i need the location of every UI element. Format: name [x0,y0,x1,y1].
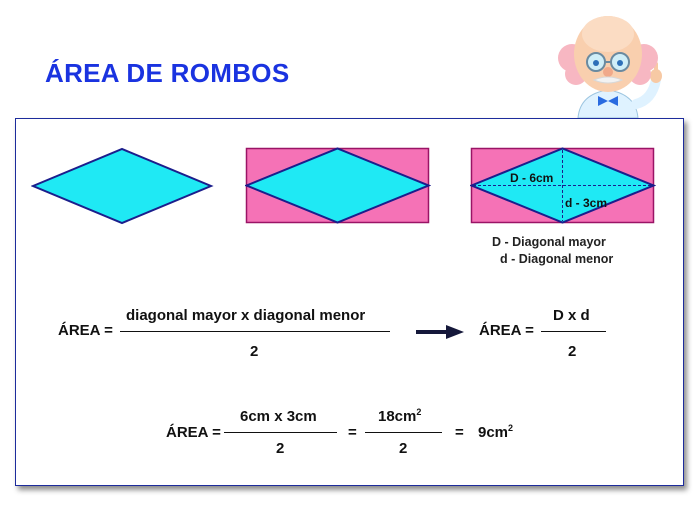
major-diagonal-label: D - 6cm [510,171,554,185]
formula3-result: 9cm2 [478,423,514,442]
formula3-equals2: = [455,424,464,441]
formula3-numerator2: 18cm2 [378,407,422,426]
formula2-fraction-bar [541,331,606,332]
formula3-fraction-bar2 [365,432,442,433]
formula3-denominator1: 2 [276,440,285,457]
formula1-numerator: diagonal mayor x diagonal menor [126,307,366,324]
arrow-right-icon [416,325,464,339]
content-panel: D - 6cm d - 3cm D - Diagonal mayor d - D… [15,118,684,486]
formula2-lhs: ÁREA = [479,322,534,339]
formula1-denominator: 2 [250,343,259,360]
formula1-fraction-bar [120,331,390,332]
rhombus-diagonals-figure [470,147,656,224]
formula1-lhs: ÁREA = [58,322,113,339]
legend-major-diagonal: D - Diagonal mayor [492,235,606,249]
formula3-fraction-bar1 [224,432,337,433]
formula3-numerator1: 6cm x 3cm [240,408,317,425]
formula3-lhs: ÁREA = [166,424,221,441]
page-title: ÁREA DE ROMBOS [45,58,290,88]
formula3-equals1: = [348,424,357,441]
rhombus-in-rectangle-figure [245,147,431,224]
rhombus-figure [31,147,214,225]
formula2-numerator: D x d [553,307,590,324]
formula2-denominator: 2 [568,343,577,360]
professor-mascot-icon [558,16,662,118]
minor-diagonal-label: d - 3cm [565,196,608,210]
formula3-denominator2: 2 [399,440,408,457]
legend-minor-diagonal: d - Diagonal menor [500,252,614,266]
